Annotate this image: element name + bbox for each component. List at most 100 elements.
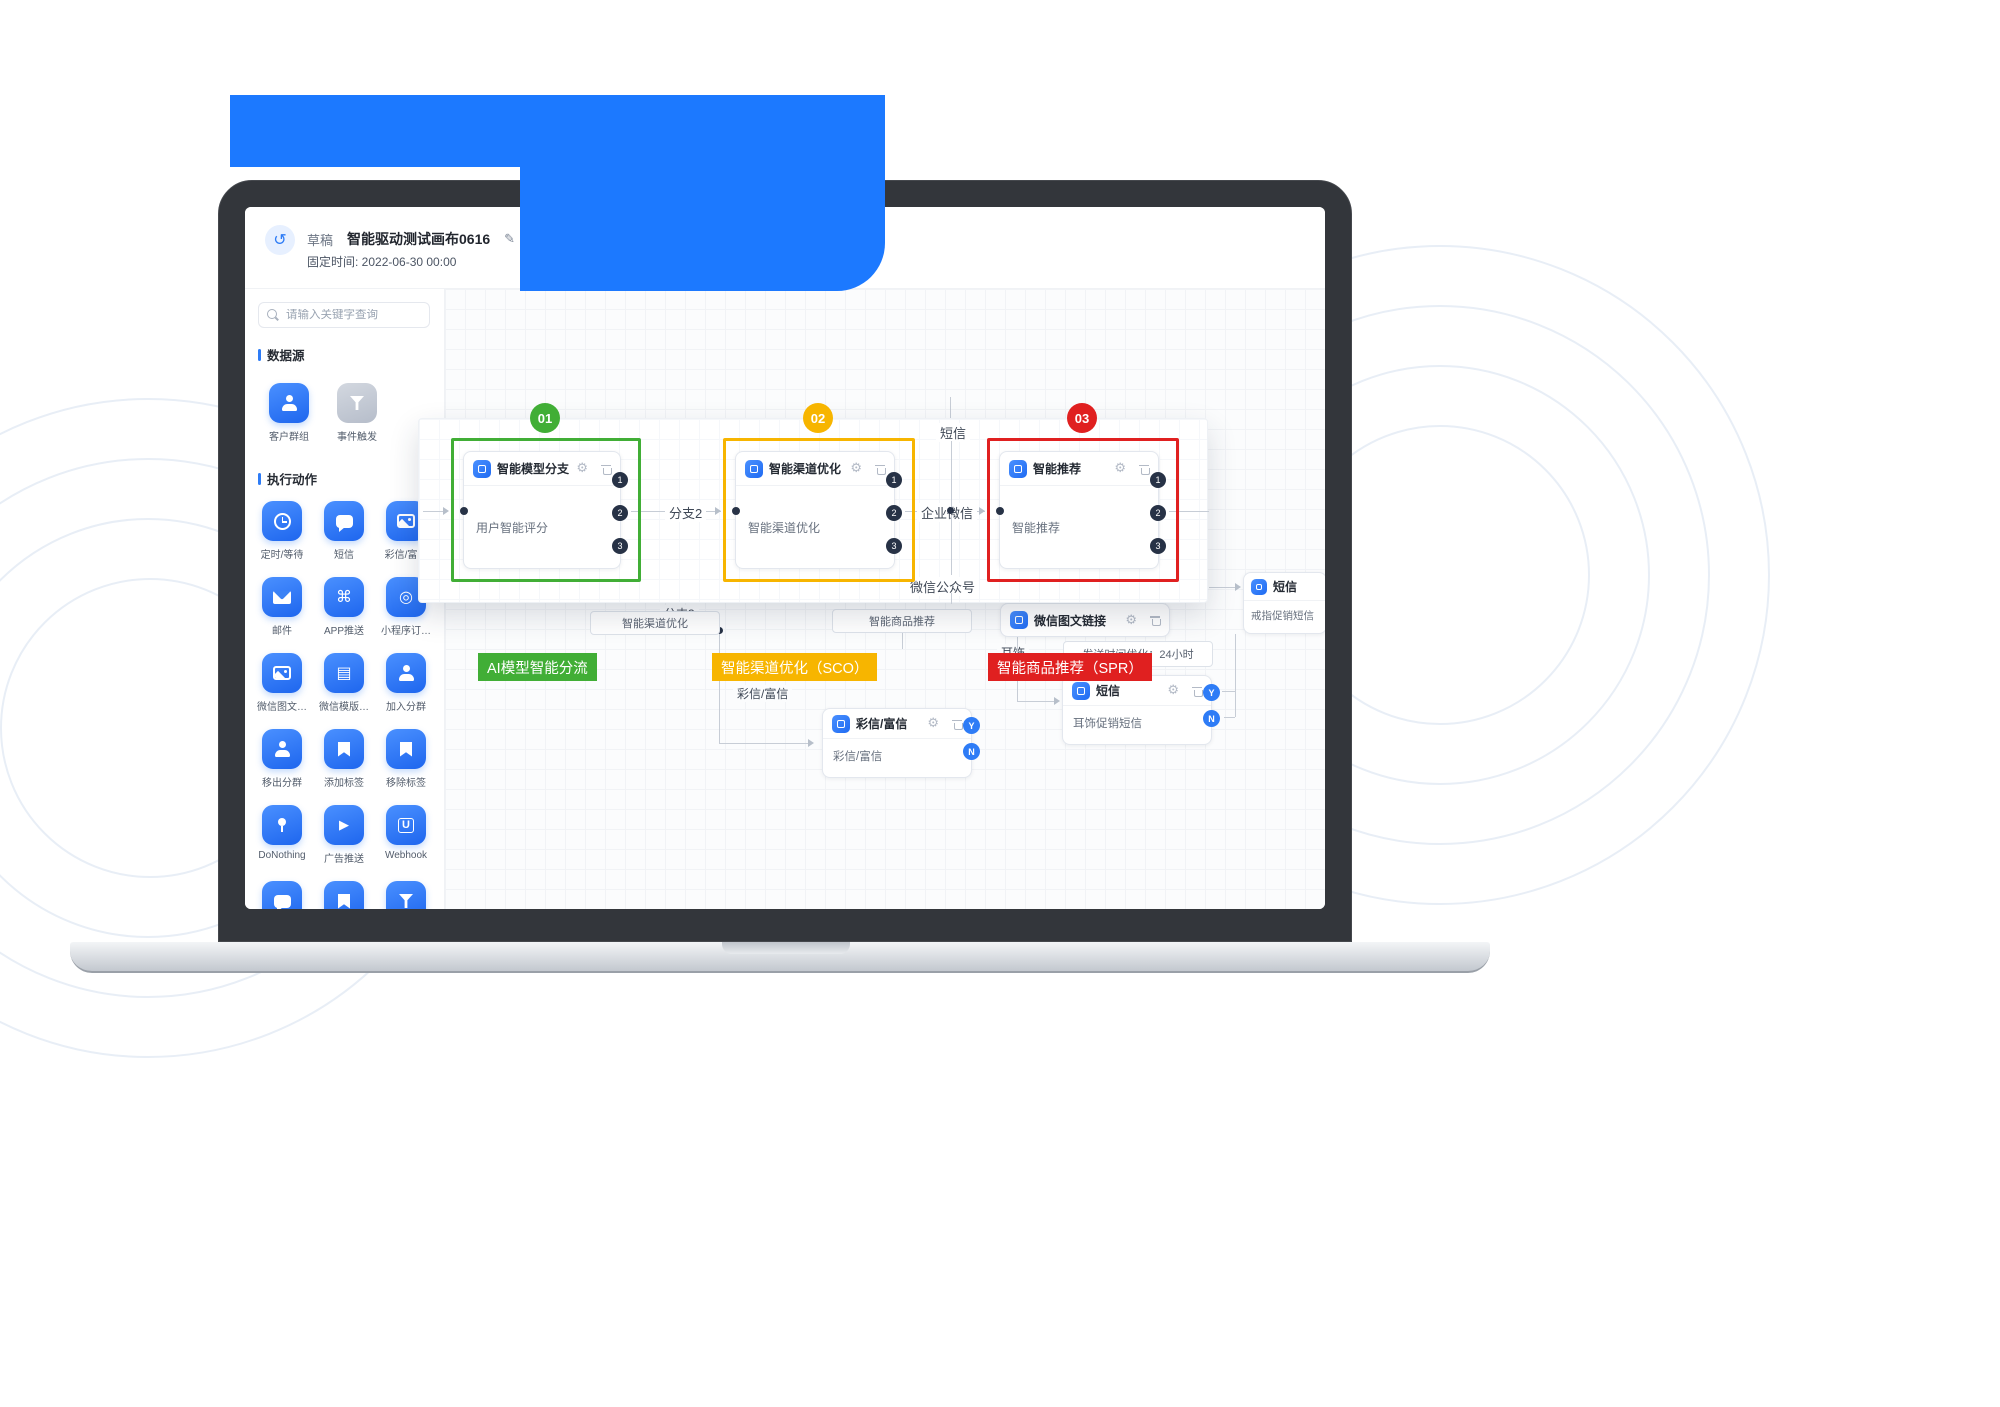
connector-line [1169, 511, 1209, 512]
action-item-remove-group[interactable]: 移出分群 [251, 729, 313, 789]
input-port[interactable] [460, 507, 468, 515]
datasource-item-customer-group[interactable]: 客户群组 [258, 383, 320, 443]
port-1[interactable]: 1 [612, 472, 628, 488]
port-yes[interactable]: Y [963, 717, 980, 734]
connector-line [1235, 634, 1236, 717]
tool-label: DoNothing [258, 850, 306, 861]
search-icon [267, 308, 280, 322]
connector-arrow [808, 739, 814, 747]
action-item-do-nothing[interactable]: DoNothing [251, 805, 313, 865]
node-card-channel-opt[interactable]: 智能渠道优化 ⚙ 智能渠道优化 1 2 3 [732, 451, 902, 569]
pin-icon [262, 805, 302, 845]
action-item-app-push[interactable]: ⌘ APP推送 [313, 577, 375, 637]
branch2-label: 分支2 [665, 503, 707, 522]
input-port[interactable] [996, 507, 1004, 515]
port-1[interactable]: 1 [886, 472, 902, 488]
node-card-wechat-article[interactable]: 微信图文链接 ⚙ [1000, 603, 1170, 637]
action-item-filter[interactable] [375, 881, 437, 909]
node-title: 彩信/富信 [856, 717, 908, 731]
wechat-article-node-icon [1010, 611, 1028, 629]
port-yes[interactable]: Y [1203, 684, 1220, 701]
gear-icon[interactable]: ⚙ [1114, 461, 1126, 476]
connector-arrow [979, 507, 985, 515]
trash-icon[interactable] [1192, 685, 1203, 697]
tool-label: APP推送 [323, 626, 364, 637]
node-card-recommend[interactable]: 智能推荐 ⚙ 智能推荐 1 2 3 [996, 451, 1166, 569]
channel-opt-node-icon [745, 459, 763, 478]
tool-label: 移除标签 [386, 778, 426, 789]
chat-icon [262, 881, 302, 909]
remove-group-icon [262, 729, 302, 769]
action-item-timer[interactable]: 定时/等待 [251, 501, 313, 561]
sms-node-icon [1072, 681, 1090, 700]
connector-line [950, 397, 951, 419]
connector-line [951, 593, 952, 604]
action-item-tag[interactable] [313, 881, 375, 909]
caption-sco: 智能渠道优化（SCO） [712, 653, 878, 681]
port-1[interactable]: 1 [1150, 472, 1166, 488]
edit-title-icon[interactable]: ✎ [504, 231, 516, 246]
node-card-sms-earring[interactable]: 短信 ⚙ 耳饰促销短信 Y N [1062, 675, 1220, 745]
node-body: 戒指促销短信 [1251, 610, 1314, 622]
datasource-item-event-trigger[interactable]: 事件触发 [326, 383, 388, 443]
gear-icon[interactable]: ⚙ [1125, 612, 1137, 628]
laptop-notch [722, 942, 850, 954]
action-item-join-group[interactable]: 加入分群 [375, 653, 437, 713]
port-3[interactable]: 3 [612, 538, 628, 554]
action-item-chat[interactable] [251, 881, 313, 909]
node-body: 彩信/富信 [833, 751, 883, 763]
port-no[interactable]: N [1203, 710, 1220, 727]
node-card-model-branch[interactable]: 智能模型分支 ⚙ 用户智能评分 1 2 3 [460, 451, 628, 569]
gear-icon[interactable]: ⚙ [850, 461, 862, 476]
trash-icon[interactable] [875, 463, 886, 475]
trash-icon[interactable] [601, 463, 612, 475]
join-group-icon [386, 653, 426, 693]
node-card-sms-ring[interactable]: 短信 戒指促销短信 [1243, 572, 1325, 634]
action-item-remove-tag[interactable]: 移除标签 [375, 729, 437, 789]
node-card-mms[interactable]: 彩信/富信 ⚙ 彩信/富信 Y N [822, 708, 980, 778]
action-item-add-tag[interactable]: 添加标签 [313, 729, 375, 789]
port-3[interactable]: 3 [1150, 538, 1166, 554]
node-spr-mini[interactable]: 智能商品推荐 [832, 609, 972, 633]
tool-label: 彩信/富… [384, 550, 428, 561]
webhook-icon: U [386, 805, 426, 845]
highlight-box-yellow [723, 438, 915, 582]
datasource-row: 客户群组 事件触发 [258, 383, 388, 443]
connector-line [1017, 701, 1058, 702]
connector-line [1222, 691, 1235, 692]
node-title: 短信 [1273, 580, 1298, 594]
action-item-wechat-article[interactable]: 微信图文… [251, 653, 313, 713]
connector-line [423, 511, 445, 512]
port-2[interactable]: 2 [1150, 505, 1166, 521]
trash-icon[interactable] [952, 718, 963, 730]
input-port[interactable] [732, 507, 740, 515]
port-2[interactable]: 2 [612, 505, 628, 521]
action-item-mail[interactable]: 邮件 [251, 577, 313, 637]
connector-line [720, 743, 810, 744]
sidebar: 数据源 客户群组 事件触发 执行动作 定时/等待 [245, 289, 445, 909]
node-sco-mini[interactable]: 智能渠道优化 [590, 611, 720, 635]
port-2[interactable]: 2 [886, 505, 902, 521]
node-title: 微信图文链接 [1034, 613, 1107, 628]
step-badge-1: 01 [530, 403, 560, 433]
action-item-ad-push[interactable]: ▶ 广告推送 [313, 805, 375, 865]
search-input[interactable] [286, 309, 421, 321]
node-body: 智能渠道优化 [748, 520, 821, 535]
back-button[interactable]: ↺ [265, 225, 295, 255]
datasource-section-title: 数据源 [258, 345, 305, 364]
action-item-webhook[interactable]: U Webhook [375, 805, 437, 865]
trash-icon[interactable] [1139, 463, 1150, 475]
gear-icon[interactable]: ⚙ [576, 461, 588, 476]
port-3[interactable]: 3 [886, 538, 902, 554]
port-no[interactable]: N [963, 743, 980, 760]
trash-icon[interactable] [1150, 614, 1161, 626]
gear-icon[interactable]: ⚙ [927, 716, 939, 731]
back-icon: ↺ [273, 232, 287, 249]
action-item-sms[interactable]: 短信 [313, 501, 375, 561]
gear-icon[interactable]: ⚙ [1167, 683, 1179, 698]
action-item-wechat-template[interactable]: ▤ 微信模版… [313, 653, 375, 713]
section-bar [258, 472, 261, 485]
search-box[interactable] [258, 302, 430, 328]
connector-line [951, 515, 952, 575]
